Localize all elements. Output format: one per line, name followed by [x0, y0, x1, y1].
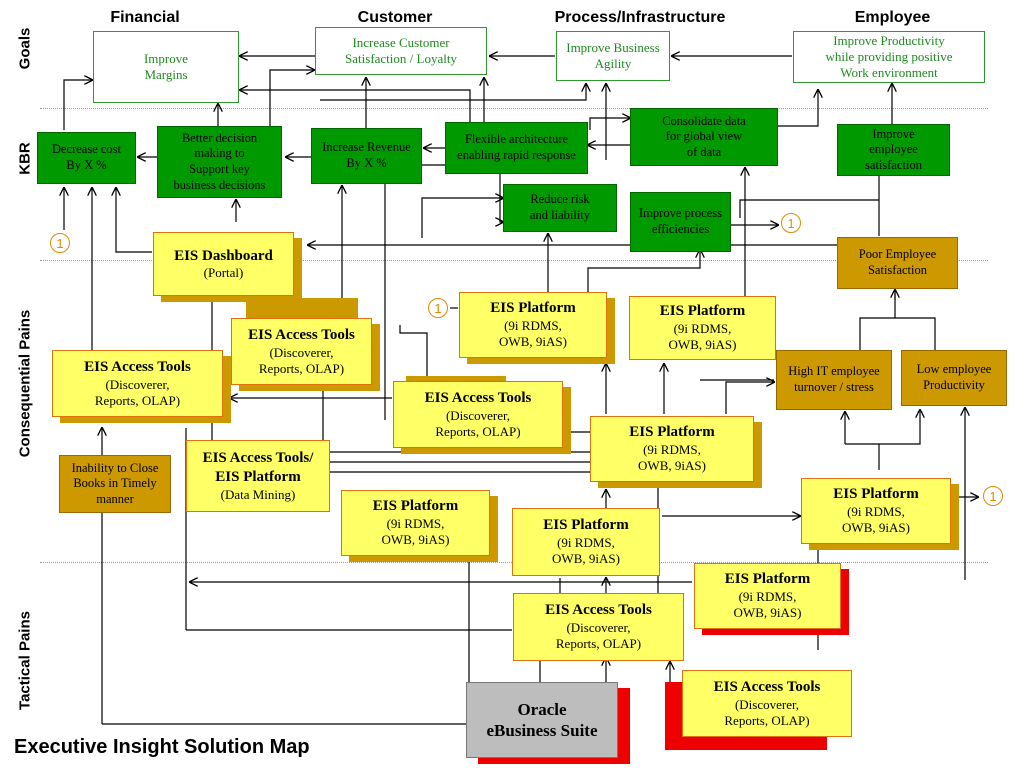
eis-access-tools-box: EIS Access Tools (Discoverer, Reports, O… [52, 350, 223, 417]
eis-access-tools-title: EIS Access Tools [545, 602, 652, 619]
eis-access-tools-title: EIS Access Tools [424, 389, 532, 406]
eis-data-mining-subtitle: (Data Mining) [220, 486, 296, 502]
goal-customer-satisfaction: Increase Customer Satisfaction / Loyalty [315, 27, 487, 75]
kbr-reduce-risk-label: Reduce risk and liability [529, 192, 591, 222]
goal-customer-satisfaction-label: Increase Customer Satisfaction / Loyalty [345, 34, 457, 66]
eis-access-tools-subtitle: (Discoverer, Reports, OLAP) [94, 376, 181, 408]
kbr-better-decision: Better decision making to Support key bu… [157, 126, 282, 198]
eis-platform-box: EIS Platform (9i RDMS, OWB, 9iAS) [694, 563, 841, 629]
eis-platform-subtitle: (9i RDMS, OWB, 9iAS) [842, 504, 910, 536]
eis-platform-title: EIS Platform [629, 424, 715, 441]
eis-dashboard-title: EIS Dashboard [174, 247, 273, 264]
kbr-flexible-architecture: Flexible architecture enabling rapid res… [445, 122, 588, 174]
eis-access-tools-box: EIS Access Tools (Discoverer, Reports, O… [682, 670, 852, 737]
eis-platform-subtitle: (9i RDMS, OWB, 9iAS) [668, 321, 737, 353]
eis-platform-subtitle: (9i RDMS, OWB, 9iAS) [733, 589, 802, 621]
eis-platform-title: EIS Platform [543, 517, 629, 534]
eis-platform-subtitle: (9i RDMS, OWB, 9iAS) [552, 535, 620, 567]
kbr-decrease-cost: Decrease cost By X % [37, 132, 136, 184]
kbr-consolidate-data: Consolidate data for global view of data [630, 108, 778, 166]
eis-platform-box: EIS Platform (9i RDMS, OWB, 9iAS) [459, 292, 607, 358]
row-separator [40, 108, 988, 109]
pain-low-employee-productivity: Low employee Productivity [901, 350, 1007, 406]
eis-data-mining-title: EIS Access Tools/ EIS Platform [202, 450, 314, 485]
kbr-process-efficiencies-label: Improve process efficiencies [639, 206, 722, 236]
eis-platform-box: EIS Platform (9i RDMS, OWB, 9iAS) [629, 296, 776, 360]
goal-business-agility-label: Improve Business Agility [566, 39, 660, 71]
eis-access-tools-box: EIS Access Tools (Discoverer, Reports, O… [393, 381, 563, 448]
eis-platform-title: EIS Platform [490, 300, 576, 317]
pain-poor-employee-satisfaction: Poor Employee Satisfaction [837, 237, 958, 289]
goal-improve-productivity: Improve Productivity while providing pos… [793, 31, 985, 83]
eis-access-tools-title: EIS Access Tools [84, 358, 191, 375]
pain-high-it-turnover: High IT employee turnover / stress [776, 350, 892, 410]
column-header-financial: Financial [110, 9, 180, 26]
goal-improve-margins: Improve Margins [93, 31, 239, 103]
oracle-ebusiness-suite-label: Oracle eBusiness Suite [486, 699, 598, 740]
eis-platform-title: EIS Platform [659, 303, 746, 320]
kbr-flexible-architecture-label: Flexible architecture enabling rapid res… [457, 132, 576, 162]
eis-access-tools-title: EIS Access Tools [713, 678, 821, 695]
callout-1-badge: 1 [983, 486, 1003, 506]
pain-poor-employee-satisfaction-label: Poor Employee Satisfaction [858, 247, 937, 277]
kbr-employee-satisfaction-label: Improve employee satisfaction [865, 126, 922, 172]
eis-dashboard-box: EIS Dashboard (Portal) [153, 232, 294, 296]
eis-platform-subtitle: (9i RDMS, OWB, 9iAS) [381, 516, 450, 548]
pain-inability-close-books: Inability to Close Books in Timely manne… [59, 455, 171, 513]
eis-platform-title: EIS Platform [833, 486, 919, 503]
pain-high-it-turnover-label: High IT employee turnover / stress [788, 364, 880, 394]
pain-inability-close-books-label: Inability to Close Books in Timely manne… [71, 460, 159, 506]
eis-access-tools-box: EIS Access Tools (Discoverer, Reports, O… [513, 593, 684, 661]
eis-platform-box: EIS Platform (9i RDMS, OWB, 9iAS) [590, 416, 754, 482]
kbr-employee-satisfaction: Improve employee satisfaction [837, 124, 950, 176]
kbr-better-decision-label: Better decision making to Support key bu… [173, 130, 266, 192]
kbr-increase-revenue: Increase Revenue By X % [311, 128, 422, 184]
eis-platform-title: EIS Platform [372, 498, 459, 515]
eis-platform-box: EIS Platform (9i RDMS, OWB, 9iAS) [512, 508, 660, 576]
callout-1-badge: 1 [781, 213, 801, 233]
column-header-process: Process/Infrastructure [554, 9, 726, 26]
callout-1-badge: 1 [50, 233, 70, 253]
pain-low-employee-productivity-label: Low employee Productivity [916, 362, 992, 392]
eis-access-tools-title: EIS Access Tools [248, 326, 355, 343]
eis-platform-box: EIS Platform (9i RDMS, OWB, 9iAS) [801, 478, 951, 544]
eis-platform-title: EIS Platform [724, 571, 811, 588]
eis-platform-box: EIS Platform (9i RDMS, OWB, 9iAS) [341, 490, 490, 556]
eis-access-tools-subtitle: (Discoverer, Reports, OLAP) [724, 696, 810, 728]
column-header-employee: Employee [854, 9, 931, 26]
eis-dashboard-subtitle: (Portal) [203, 265, 244, 281]
page-title: Executive Insight Solution Map [14, 736, 310, 758]
eis-access-tools-subtitle: (Discoverer, Reports, OLAP) [435, 407, 521, 439]
column-header-customer: Customer [357, 9, 433, 26]
eis-platform-subtitle: (9i RDMS, OWB, 9iAS) [638, 442, 706, 474]
kbr-decrease-cost-label: Decrease cost By X % [51, 142, 122, 172]
hidden-pain-block [246, 298, 358, 320]
hidden-pain-block [406, 376, 506, 384]
goal-improve-productivity-label: Improve Productivity while providing pos… [825, 32, 953, 81]
kbr-process-efficiencies: Improve process efficiencies [630, 192, 731, 252]
eis-access-tools-subtitle: (Discoverer, Reports, OLAP) [258, 344, 345, 376]
eis-access-tools-subtitle: (Discoverer, Reports, OLAP) [555, 620, 642, 652]
goal-business-agility: Improve Business Agility [556, 31, 670, 81]
kbr-increase-revenue-label: Increase Revenue By X % [322, 140, 411, 170]
eis-data-mining-box: EIS Access Tools/ EIS Platform (Data Min… [186, 440, 330, 512]
eis-platform-subtitle: (9i RDMS, OWB, 9iAS) [499, 318, 567, 350]
kbr-reduce-risk: Reduce risk and liability [503, 184, 617, 232]
goal-improve-margins-label: Improve Margins [143, 50, 189, 82]
kbr-consolidate-data-label: Consolidate data for global view of data [662, 113, 746, 159]
row-separator [40, 260, 988, 261]
callout-1-badge: 1 [428, 298, 448, 318]
eis-access-tools-box: EIS Access Tools (Discoverer, Reports, O… [231, 318, 372, 385]
oracle-ebusiness-suite-box: Oracle eBusiness Suite [466, 682, 618, 758]
